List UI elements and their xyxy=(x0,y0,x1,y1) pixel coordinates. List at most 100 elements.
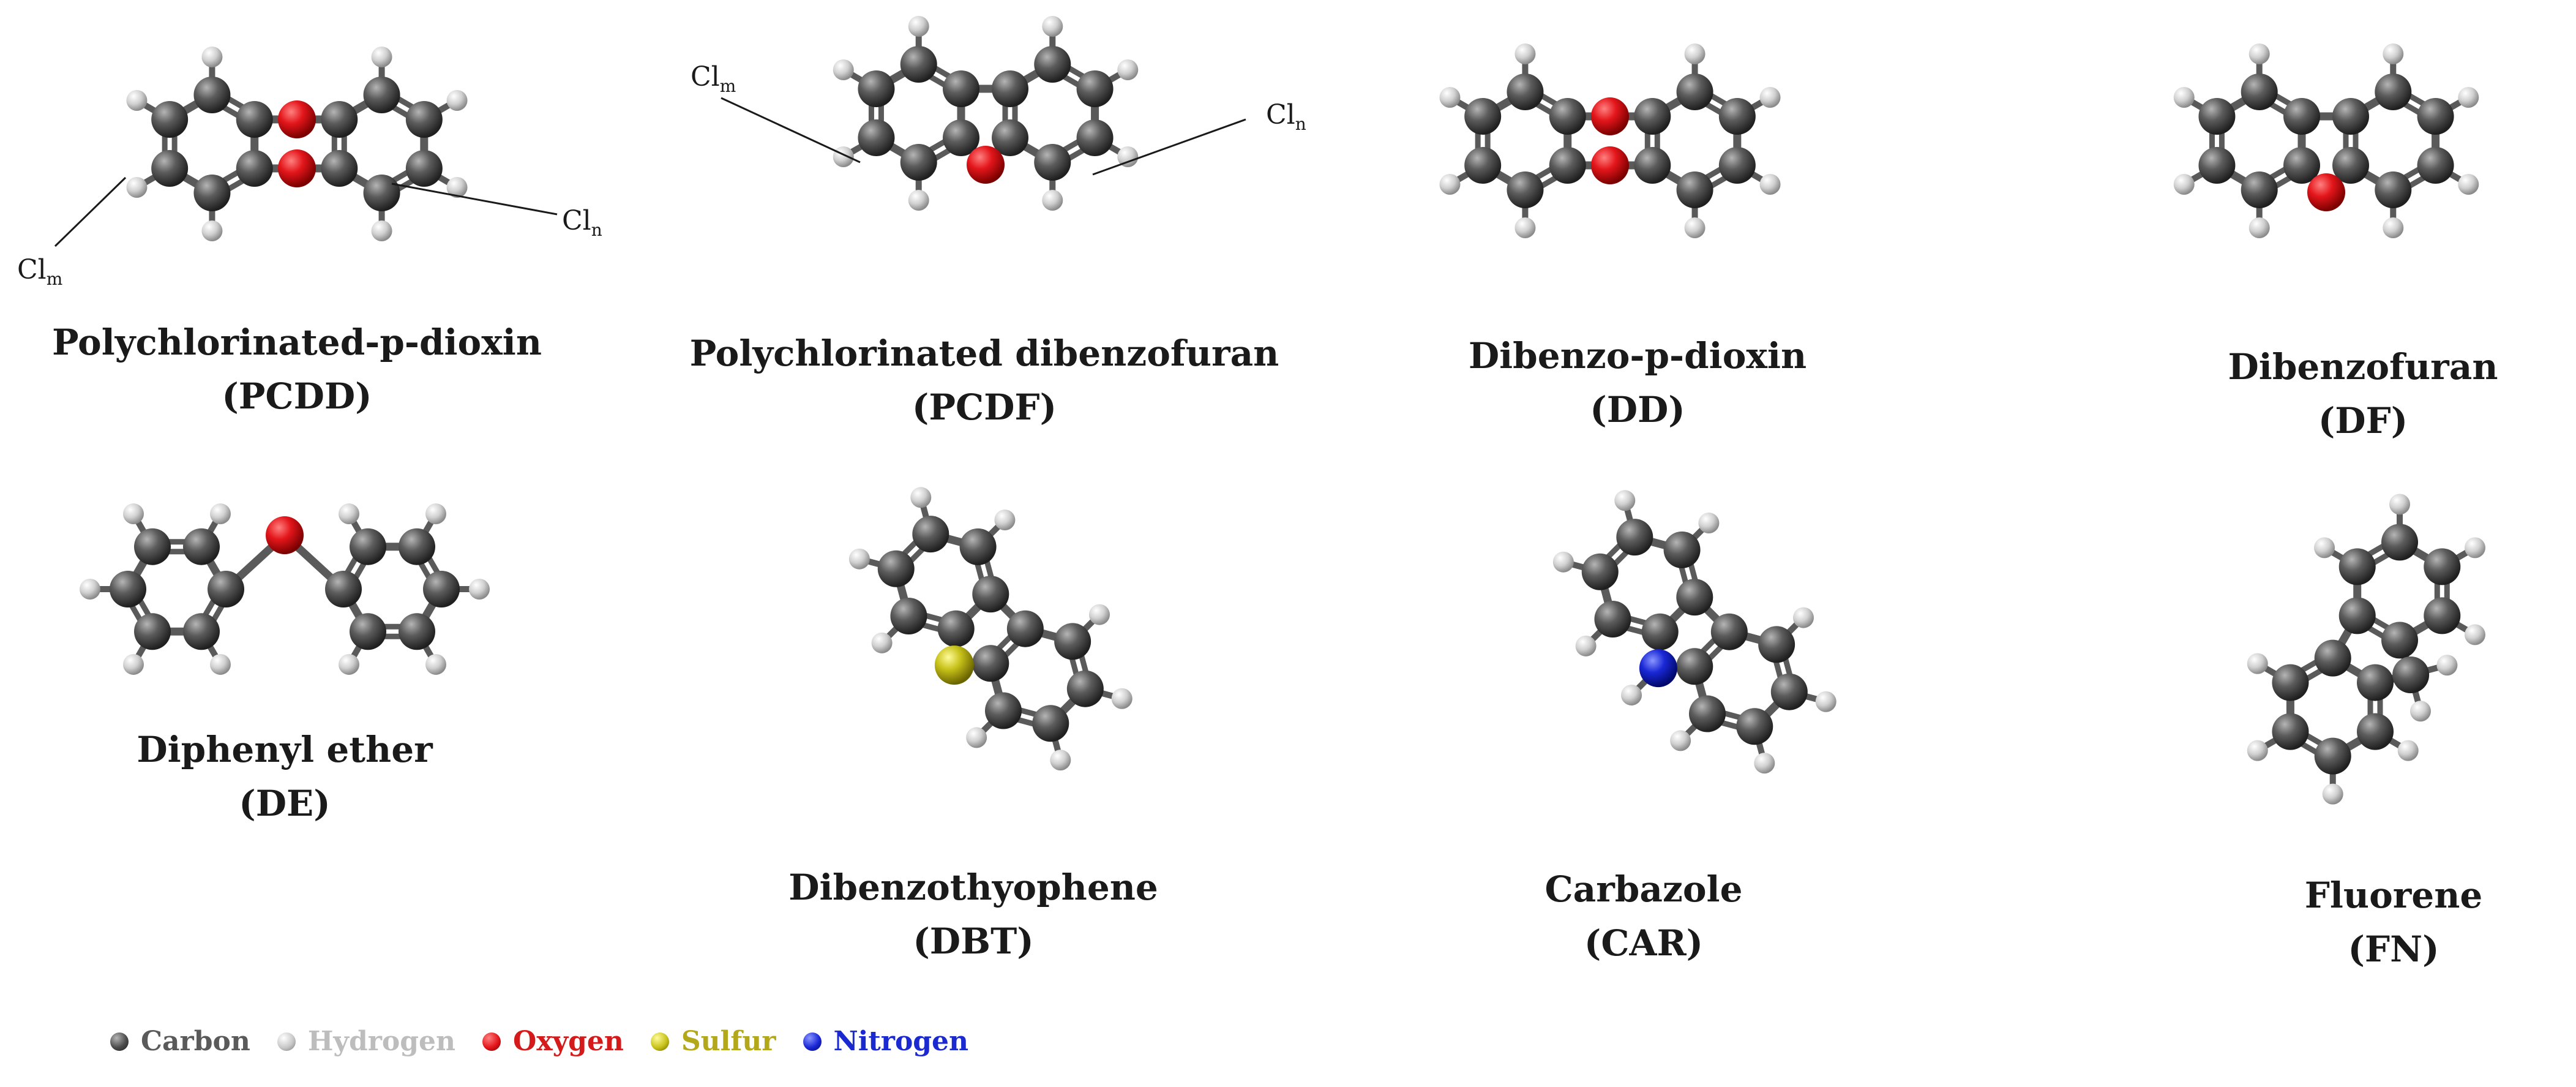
hydrogen-atom xyxy=(425,653,446,675)
carbon-atom xyxy=(321,101,358,138)
molecule-abbr: (DD) xyxy=(1590,389,1685,431)
hydrogen-atom xyxy=(1621,684,1642,705)
legend-item-nitrogen: Nitrogen xyxy=(803,1026,968,1057)
legend-label: Carbon xyxy=(141,1026,250,1057)
hydrogen-atom xyxy=(1754,753,1775,774)
hydrogen-atom xyxy=(2322,783,2343,805)
molecule-abbr: (DE) xyxy=(239,783,331,824)
carbon-atom xyxy=(1464,98,1502,135)
hydrogen-atom xyxy=(2409,701,2431,722)
hydrogen-atom xyxy=(123,653,144,675)
carbon-atom xyxy=(423,571,460,607)
carbon-atom xyxy=(2375,73,2412,110)
carbon-atom xyxy=(193,175,231,211)
hydrogen-atom xyxy=(210,653,231,675)
carbon-atom xyxy=(321,150,358,187)
leader-line-pcdd-m xyxy=(54,176,127,247)
molecule-pcdd xyxy=(133,54,460,234)
carbon-atom xyxy=(984,692,1022,729)
nitrogen-atom xyxy=(1639,649,1677,688)
oxygen-atom xyxy=(1591,146,1629,184)
chlorine-label-pcdf-n: Cln xyxy=(1266,99,1306,134)
hydrogen-atom xyxy=(908,16,929,37)
atoms-pcdd xyxy=(126,47,468,241)
hydrogen-atom xyxy=(994,510,1016,531)
carbon-atom xyxy=(1076,119,1114,156)
hydrogen-atom xyxy=(2397,740,2419,761)
hydrogen-atom xyxy=(2464,537,2485,559)
carbon-atom xyxy=(1034,46,1071,83)
carbon-atom xyxy=(405,101,443,138)
carbon-atom xyxy=(1676,73,1713,110)
molecule-dd xyxy=(1447,51,1773,231)
hydrogen-atom xyxy=(446,177,468,198)
legend-label: Sulfur xyxy=(681,1026,776,1057)
legend-item-hydrogen: Hydrogen xyxy=(277,1026,455,1057)
hydrogen-atom xyxy=(2436,655,2458,676)
hydrogen-atom xyxy=(1111,688,1133,709)
carbon-atom xyxy=(399,528,435,565)
carbon-atom xyxy=(2241,73,2278,110)
molecule-name: Dibenzo-p-dioxin xyxy=(1468,335,1807,377)
caption-df: Dibenzofuran (DF) xyxy=(2057,340,2576,448)
hydrogen-atom xyxy=(1698,513,1720,534)
carbon-atom xyxy=(1616,519,1653,556)
carbon-atom xyxy=(1758,626,1795,663)
carbon-atom xyxy=(1710,613,1748,650)
carbon-atom xyxy=(1634,98,1671,135)
hydrogen-atom xyxy=(339,503,359,525)
hydrogen-atom xyxy=(1575,635,1597,656)
atoms-car xyxy=(1552,490,1837,774)
molecule-name: Dibenzofuran xyxy=(2228,346,2498,388)
hydrogen-atom xyxy=(848,548,870,570)
carbon-atom xyxy=(193,77,231,113)
carbon-atom xyxy=(858,119,895,156)
carbon-atom xyxy=(1549,147,1586,184)
carbon-atom xyxy=(2417,98,2454,135)
chlorine-leader-lines xyxy=(54,97,1246,247)
carbon-atom xyxy=(2381,524,2418,561)
molecule-name: Polychlorinated dibenzofuran xyxy=(689,333,1279,374)
hydrogen-atom xyxy=(446,90,468,111)
hydrogen-atom xyxy=(126,90,148,111)
hydrogen-atom-icon xyxy=(277,1032,296,1051)
carbon-atom xyxy=(900,46,937,83)
hydrogen-atom xyxy=(1117,146,1139,167)
carbon-atom xyxy=(1736,708,1773,745)
carbon-atom xyxy=(2375,171,2412,208)
hydrogen-atom xyxy=(833,146,854,167)
carbon-atom xyxy=(1770,673,1808,710)
legend-item-oxygen: Oxygen xyxy=(482,1026,624,1057)
hydrogen-atom xyxy=(833,59,854,80)
caption-pcdd: Polychlorinated-p-dioxin (PCDD) xyxy=(0,315,603,423)
carbon-atom xyxy=(2198,98,2236,135)
carbon-atom xyxy=(2314,737,2351,775)
carbon-atom xyxy=(1688,695,1726,732)
carbon-atom xyxy=(858,70,895,107)
atoms-layer xyxy=(80,16,2485,805)
legend-label: Oxygen xyxy=(513,1026,624,1057)
carbon-atom xyxy=(2357,713,2394,750)
carbon-atom xyxy=(1507,73,1544,110)
hydrogen-atom xyxy=(1670,730,1691,751)
carbon-atom xyxy=(2424,597,2461,634)
hydrogen-atom xyxy=(339,653,359,675)
hydrogen-atom xyxy=(2464,624,2485,645)
carbon-atom xyxy=(972,645,1009,682)
oxygen-atom xyxy=(967,146,1005,184)
carbon-atom xyxy=(943,70,979,107)
carbon-atom xyxy=(1676,579,1713,616)
hydrogen-atom xyxy=(2173,87,2195,108)
carbon-atom xyxy=(363,175,400,211)
hydrogen-atom xyxy=(2247,653,2268,674)
hydrogen-atom xyxy=(2248,217,2270,238)
carbon-atom xyxy=(1032,705,1069,742)
caption-fn: Fluorene (FN) xyxy=(2087,868,2576,976)
legend-item-carbon: Carbon xyxy=(110,1026,250,1057)
carbon-atom xyxy=(912,516,949,553)
carbon-atom xyxy=(2314,639,2351,677)
carbon-atom xyxy=(2338,548,2376,585)
legend-label: Hydrogen xyxy=(307,1026,456,1057)
carbon-atom xyxy=(1641,613,1679,650)
chlorine-label-pcdd-m: Clm xyxy=(17,254,63,289)
